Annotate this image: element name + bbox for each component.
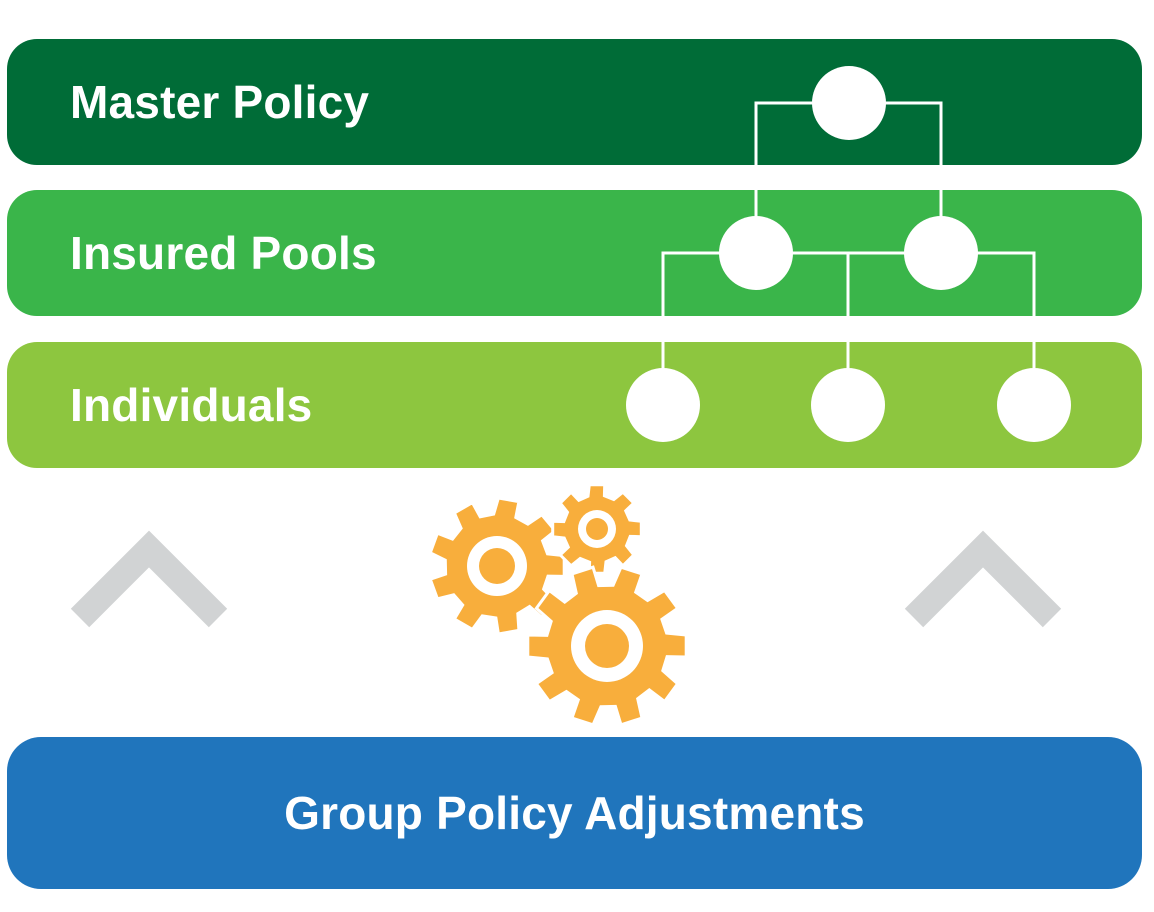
gears-icon bbox=[428, 483, 688, 727]
pool-node-right bbox=[904, 216, 978, 290]
connector-pools-to-individuals bbox=[661, 251, 1036, 405]
individual-node-left bbox=[626, 368, 700, 442]
individuals-label: Individuals bbox=[70, 379, 313, 431]
insured-pools-label: Insured Pools bbox=[70, 227, 377, 279]
individuals-bar: Individuals bbox=[7, 342, 1142, 468]
hierarchy-nodes bbox=[626, 66, 1071, 442]
individual-node-right bbox=[997, 368, 1071, 442]
hierarchy-tree bbox=[661, 101, 1036, 405]
pool-node-left bbox=[719, 216, 793, 290]
gear-small bbox=[551, 483, 643, 575]
master-node bbox=[812, 66, 886, 140]
chevron-up-icon-left bbox=[70, 530, 228, 628]
gear-large-hub bbox=[585, 624, 629, 668]
gear-left bbox=[428, 496, 566, 636]
gear-left-hub bbox=[479, 548, 515, 584]
master-policy-label: Master Policy bbox=[70, 76, 370, 128]
group-policy-adjustments-label: Group Policy Adjustments bbox=[284, 787, 865, 839]
group-policy-adjustments-bar: Group Policy Adjustments bbox=[7, 737, 1142, 889]
individual-node-middle bbox=[811, 368, 885, 442]
master-policy-bar: Master Policy bbox=[7, 39, 1142, 165]
gear-large bbox=[526, 565, 688, 727]
gear-small-hub bbox=[586, 518, 608, 540]
chevron-up-icon-right bbox=[904, 530, 1062, 628]
